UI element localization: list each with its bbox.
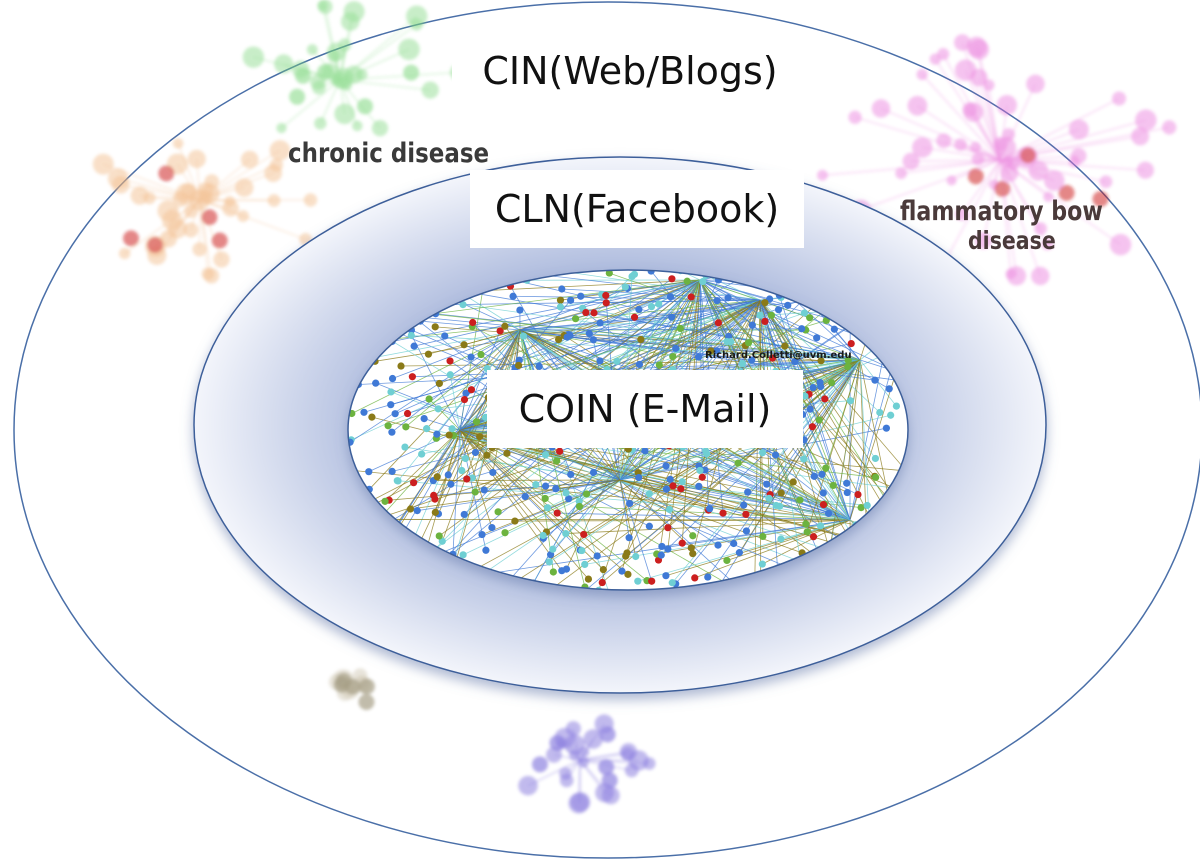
disease-text: disease <box>968 226 1056 255</box>
label-cln: CLN(Facebook) <box>470 170 804 248</box>
label-coin: COIN (E-Mail) <box>487 370 803 448</box>
bg-cluster-0 <box>92 138 318 284</box>
bg-cluster-2 <box>816 34 1177 286</box>
bg-cluster-3 <box>518 714 656 814</box>
inflammatory-text: flammatory bow <box>900 196 1103 227</box>
label-cin: CIN(Web/Blogs) <box>452 30 808 112</box>
bg-cluster-1 <box>242 0 468 137</box>
background-networks <box>92 0 1177 814</box>
email-address-text: Richard.Colletti@uvm.edu <box>705 350 852 361</box>
bg-cluster-4 <box>328 668 375 710</box>
chronic-disease-text: chronic disease <box>288 138 490 169</box>
